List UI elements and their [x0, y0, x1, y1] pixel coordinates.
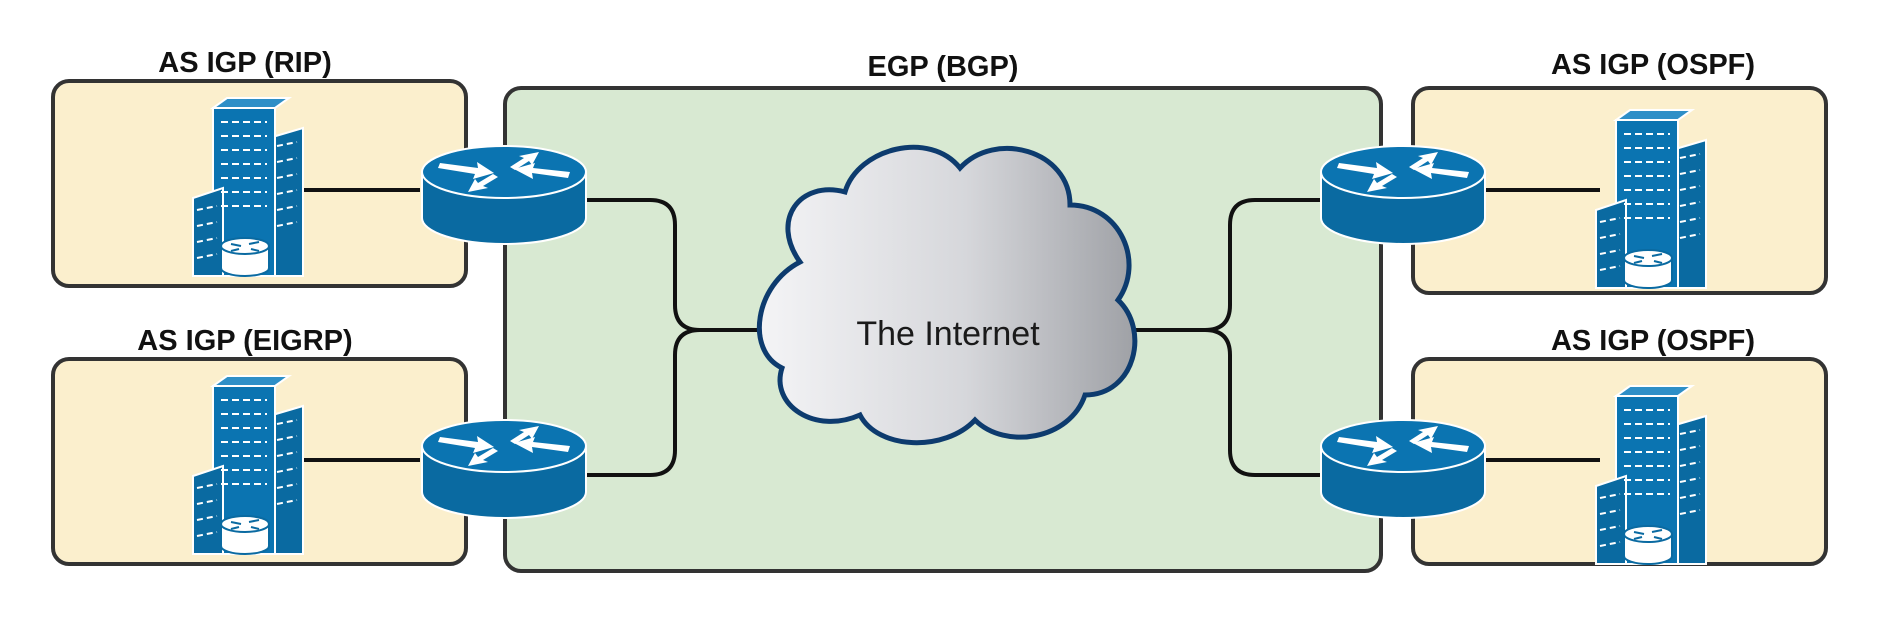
- router-icon: [1320, 419, 1486, 519]
- link-router-tl-cloud: [585, 198, 780, 332]
- router-icon: [421, 145, 587, 245]
- link-router-bl-cloud: [585, 328, 701, 477]
- router-icon: [1320, 145, 1486, 245]
- as-title-top-left: AS IGP (RIP): [158, 47, 332, 79]
- as-title-bottom-right: AS IGP (OSPF): [1551, 325, 1755, 357]
- as-title-top-right: AS IGP (OSPF): [1551, 49, 1755, 81]
- cloud-icon: [756, 144, 1138, 446]
- link-router-br-cloud: [1204, 328, 1320, 477]
- as-title-bottom-left: AS IGP (EIGRP): [137, 325, 352, 357]
- cloud-label: The Internet: [856, 315, 1040, 353]
- link-router-tr-cloud: [1120, 198, 1320, 332]
- router-icon: [421, 419, 587, 519]
- egp-title: EGP (BGP): [868, 51, 1019, 83]
